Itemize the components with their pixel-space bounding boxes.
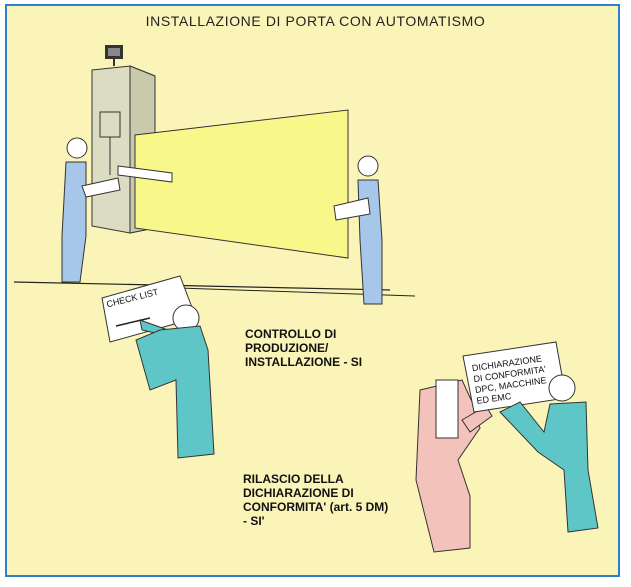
caption-line: - SI' xyxy=(243,514,265,528)
caption-declaration-release: RILASCIO DELLA DICHIARAZIONE DI CONFORMI… xyxy=(243,472,388,528)
floor-line xyxy=(13,281,391,291)
door-rail xyxy=(117,165,173,183)
caption-line: DICHIARAZIONE DI xyxy=(243,486,354,500)
caption-line: CONTROLLO DI xyxy=(245,327,337,341)
caption-line: RILASCIO DELLA xyxy=(243,472,344,486)
caption-line: PRODUZIONE/ xyxy=(245,341,329,355)
person-manufacturer xyxy=(499,374,599,533)
sliding-door xyxy=(134,109,349,259)
person-client xyxy=(415,379,493,553)
person-installer-left xyxy=(61,137,121,283)
control-box-icon xyxy=(105,45,123,66)
caption-line: CONFORMITA' (art. 5 DM) xyxy=(243,500,389,514)
caption-production-control: CONTROLLO DI PRODUZIONE/ INSTALLAZIONE -… xyxy=(245,327,362,369)
person-inspector xyxy=(101,275,215,459)
person-installer-right xyxy=(333,155,383,305)
diagram-title: INSTALLAZIONE DI PORTA CON AUTOMATISMO xyxy=(145,13,486,29)
caption-line: INSTALLAZIONE - SI xyxy=(245,355,363,369)
